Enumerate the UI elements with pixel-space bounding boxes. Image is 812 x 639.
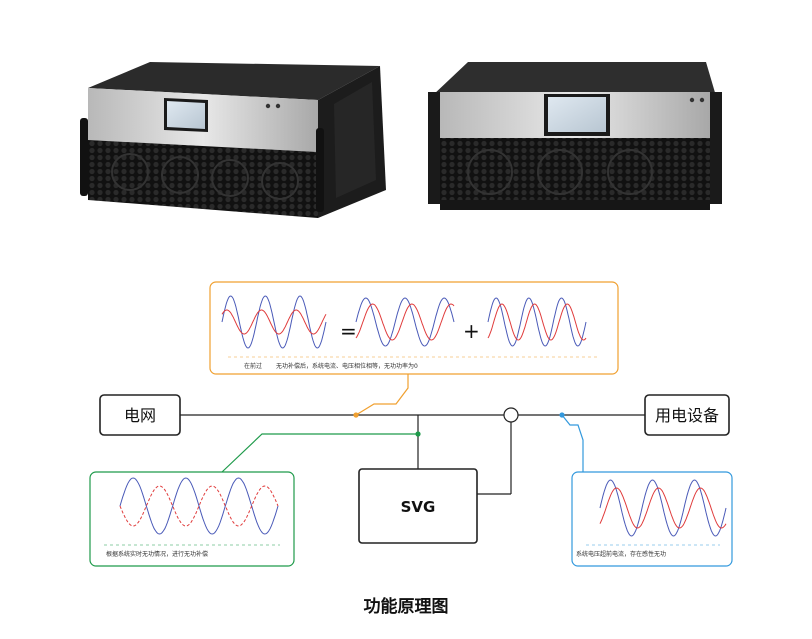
equals-sign: = <box>340 319 357 343</box>
run-button-icon <box>265 103 271 109</box>
current-wave <box>221 309 327 335</box>
display-screen <box>167 101 205 129</box>
stop-button-icon <box>699 97 705 103</box>
right-caption: 系统电压超前电流，存在感性无功 <box>576 550 666 558</box>
svg-device-left-photo <box>80 62 386 218</box>
display-screen <box>548 97 606 132</box>
svg-label: SVG <box>401 498 436 516</box>
top-caption-left: 在前过 <box>244 362 262 370</box>
load-equipment-box: 用电设备 <box>644 394 730 436</box>
load-label: 用电设备 <box>655 406 719 425</box>
voltage-wave <box>355 297 455 347</box>
current-wave <box>355 303 455 341</box>
grid-label: 电网 <box>124 406 156 425</box>
stop-button-icon <box>275 103 281 109</box>
current-transformer-icon <box>503 407 519 423</box>
voltage-wave <box>599 479 727 537</box>
top-info-box: = + 在前过 无功补偿后，系统电流、电压相位相等，无功功率为0 <box>209 281 619 375</box>
top-caption-right: 无功补偿后，系统电流、电压相位相等，无功功率为0 <box>276 362 418 370</box>
voltage-wave <box>221 295 327 349</box>
current-wave <box>599 487 727 529</box>
plus-sign: + <box>463 319 480 343</box>
left-info-box: 根据系统实时无功情况，进行无功补偿 <box>89 471 295 567</box>
circuit-lines <box>180 374 645 495</box>
svg-device-right-photo <box>428 62 722 210</box>
current-wave <box>487 303 587 341</box>
left-caption: 根据系统实时无功情况，进行无功补偿 <box>106 550 208 558</box>
run-button-icon <box>689 97 695 103</box>
power-grid-box: 电网 <box>99 394 181 436</box>
voltage-wave <box>487 297 587 347</box>
svg-unit-box: SVG <box>358 468 478 544</box>
right-info-box: 系统电压超前电流，存在感性无功 <box>571 471 733 567</box>
figure-title: 功能原理图 <box>364 596 449 617</box>
compensation-current-wave <box>119 485 279 527</box>
